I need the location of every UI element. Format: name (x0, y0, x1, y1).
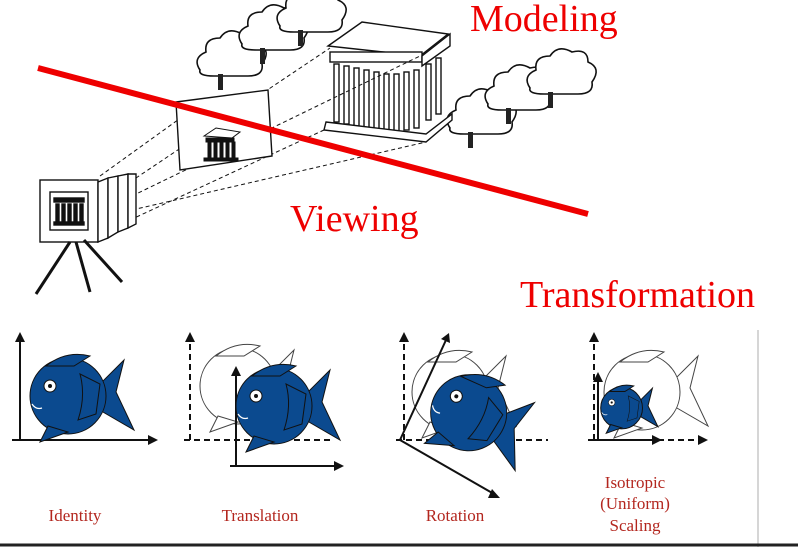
separator-line (37, 65, 589, 217)
camera-icon (34, 173, 137, 295)
modeling-label: Modeling (470, 0, 618, 40)
transformation-label: Transformation (520, 274, 756, 316)
caption-translation: Translation (221, 506, 299, 525)
viewing-label: Viewing (290, 198, 419, 240)
tree-cluster-left (196, 0, 347, 91)
caption-rotation: Rotation (425, 506, 485, 525)
panel-rotation (396, 332, 548, 498)
fish-icon (29, 353, 135, 443)
panel-scaling (588, 332, 709, 445)
caption-identity: Identity (48, 506, 102, 525)
caption-scaling-line2: (Uniform) (600, 494, 670, 514)
temple-image-small (202, 127, 242, 162)
temple-icon (323, 21, 453, 143)
scene-illustration (34, 0, 597, 295)
transformation-panels (0, 330, 798, 547)
panel-translation (184, 332, 344, 471)
fish-icon (235, 363, 341, 453)
caption-scaling-line3: Scaling (609, 515, 661, 535)
tree-cluster-right (446, 47, 597, 149)
caption-scaling-line1: Isotropic (604, 473, 666, 492)
viewing-plane (175, 89, 273, 171)
panel-identity (12, 332, 158, 445)
caption-scaling: Isotropic (Uniform) Scaling (580, 472, 690, 536)
